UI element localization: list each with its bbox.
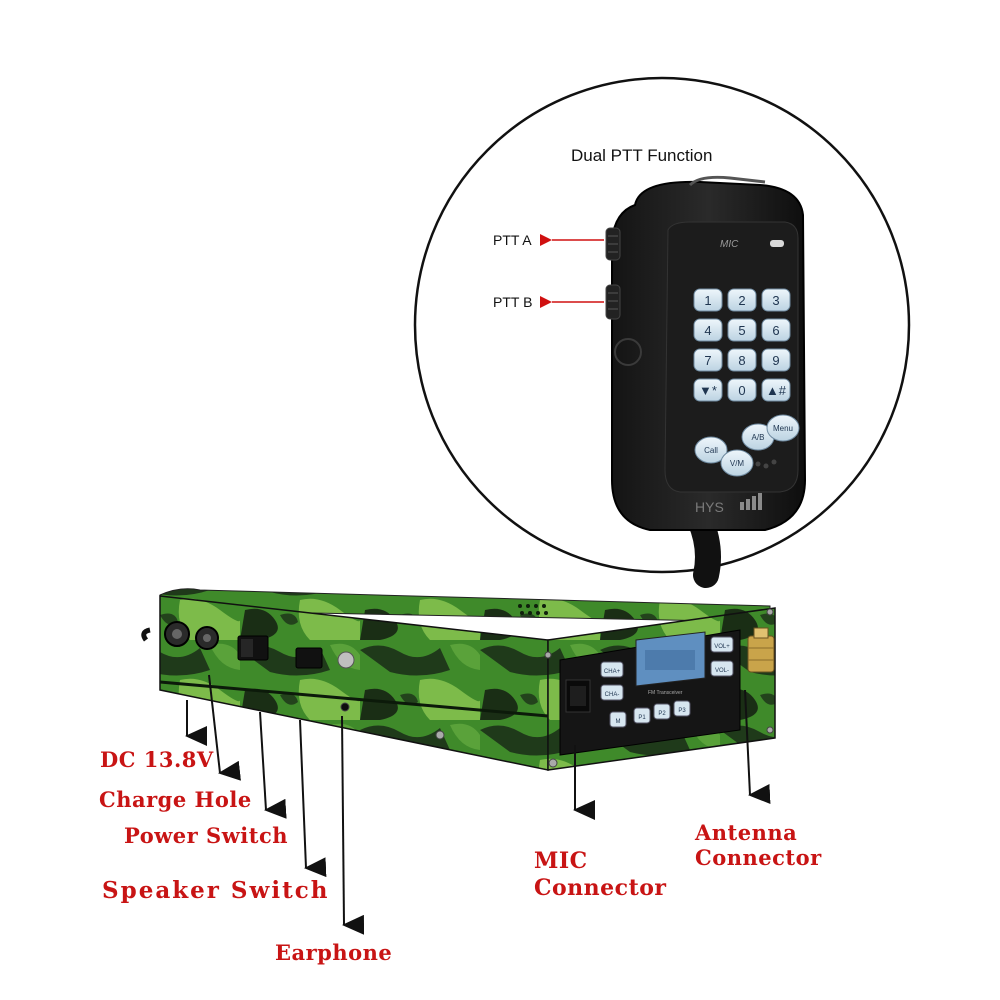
mic-key-label: 5	[738, 323, 745, 338]
mic-key: 6	[761, 318, 791, 342]
mic-key: 9	[761, 348, 791, 372]
mic-key-label: 7	[704, 353, 711, 368]
mic-led	[770, 240, 784, 247]
radio-front-button-label: P2	[658, 711, 666, 717]
callout-antenna-line1: Antenna	[695, 820, 798, 845]
ptt-b-label: PTT B	[493, 294, 533, 310]
radio-front-button-label: VOL-	[715, 668, 729, 674]
radio-front-button: VOL+	[710, 636, 734, 653]
radio-front-button-label: P1	[638, 715, 646, 721]
mic-key: 5	[727, 318, 757, 342]
callout-antenna-line2: Connector	[695, 845, 822, 870]
power-arrow	[259, 711, 287, 819]
speaker-arrow	[299, 719, 327, 878]
mic-key: 1	[693, 288, 723, 312]
ptt-a-label: PTT A	[493, 232, 532, 248]
mic-key-label: 1	[704, 293, 711, 308]
callout-dc: DC 13.8V	[100, 747, 214, 772]
callout-speaker-switch: Speaker Switch	[102, 877, 330, 904]
radio-front-button-label: CHA+	[604, 669, 621, 675]
radio-front-button: M	[609, 711, 627, 728]
radio-front-button-label: VOL+	[714, 644, 730, 650]
ptt-b-button	[605, 284, 621, 320]
earphone-jack	[340, 702, 350, 712]
mic-key: ▼*	[693, 378, 723, 402]
callout-mic-line2: Connector	[534, 875, 667, 901]
earphone-arrow	[341, 715, 365, 935]
mic-func-key-label: Call	[704, 446, 718, 455]
mic-key-label: 8	[738, 353, 745, 368]
speaker-switch-rocker	[295, 647, 323, 669]
radio-front-button: P1	[633, 707, 651, 724]
callout-earphone: Earphone	[275, 940, 393, 965]
front-button-group: CHA+ CHA- VOL+ VOL- M P1 P2 P3	[600, 636, 734, 728]
antenna-arrow	[744, 689, 771, 805]
radio-front-button-label: M	[616, 719, 621, 725]
antenna-connector	[747, 627, 775, 673]
callout-power-switch: Power Switch	[124, 823, 289, 848]
mic-func-key-label: Menu	[773, 424, 793, 433]
callout-charge-hole: Charge Hole	[99, 787, 252, 812]
mic-key-label: 3	[772, 293, 779, 308]
mic-key: 8	[727, 348, 757, 372]
radio-front-button: VOL-	[710, 660, 734, 677]
mic-key: 7	[693, 348, 723, 372]
circle-title: Dual PTT Function	[571, 146, 713, 165]
radio-front-button: CHA-	[600, 684, 624, 701]
mic-func-key-vm: V/M	[720, 449, 754, 477]
radio-unit: FM Transceiver	[141, 588, 776, 771]
mic-key: 2	[727, 288, 757, 312]
mic-func-key-label: V/M	[730, 459, 745, 468]
mic-key-label: ▼*	[699, 383, 717, 398]
charge-arrow	[208, 674, 241, 781]
radio-front-button-label: CHA-	[605, 692, 620, 698]
radio-front-button-label: P3	[678, 708, 686, 714]
callout-mic-line1: MIC	[534, 848, 588, 874]
mic-key: 4	[693, 318, 723, 342]
ptt-a-button	[605, 227, 621, 261]
radio-front-button: P3	[673, 700, 691, 717]
side-thumb-screw	[337, 651, 355, 669]
mic-func-key-menu: Menu	[766, 414, 800, 442]
mic-key-label: 9	[772, 353, 779, 368]
mic-key: 3	[761, 288, 791, 312]
mic-key-label: 4	[704, 323, 711, 338]
mic-top-mark: MIC	[720, 239, 739, 250]
mic-brand: HYS	[695, 499, 724, 515]
mic-func-key-label: A/B	[752, 433, 765, 442]
radio-front-button: CHA+	[600, 661, 624, 678]
mic-key: 0	[727, 378, 757, 402]
mic-key-label: 0	[738, 383, 745, 398]
panel-label: FM Transceiver	[648, 690, 683, 696]
mic-key-label: 2	[738, 293, 745, 308]
mic-key-label: 6	[772, 323, 779, 338]
radio-front-button: P2	[653, 703, 671, 720]
mic-key: ▲#	[761, 378, 791, 402]
mic-key-label: ▲#	[766, 383, 787, 398]
mic-func-key-call: Call	[694, 436, 728, 464]
